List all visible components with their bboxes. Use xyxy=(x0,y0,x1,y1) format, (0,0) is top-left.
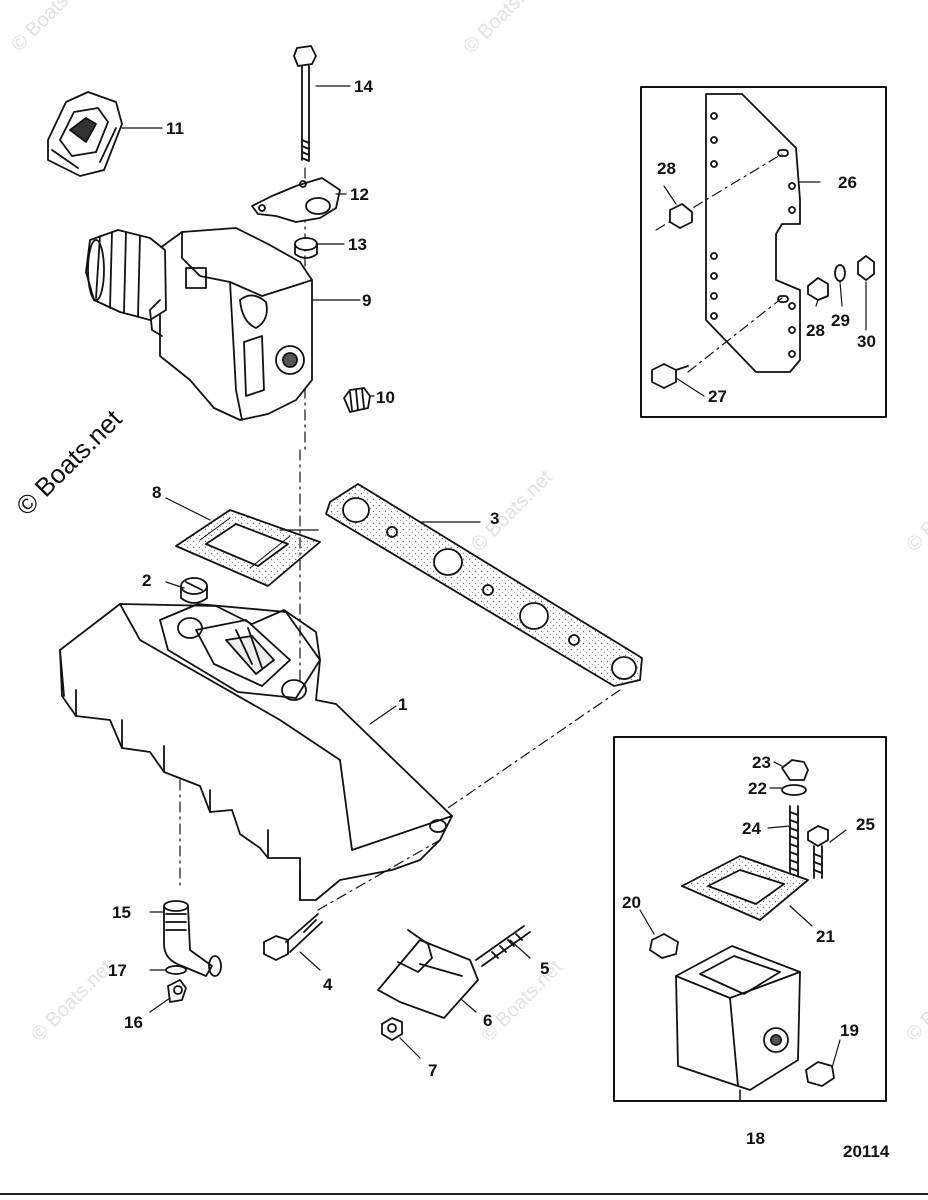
callout-7: 7 xyxy=(428,1061,438,1080)
callout-8: 8 xyxy=(152,483,162,502)
callout-leaders xyxy=(121,85,867,1069)
part-5-stud xyxy=(475,925,531,967)
part-27-bolt xyxy=(651,363,689,389)
callout-24: 24 xyxy=(742,819,761,838)
part-22-washer xyxy=(781,784,807,796)
part-7-nut xyxy=(381,1017,403,1041)
callout-20: 20 xyxy=(622,893,641,912)
part-10-plug xyxy=(343,387,371,413)
part-17-o-ring xyxy=(165,965,187,975)
callout-17: 17 xyxy=(108,961,127,980)
part-20-plug xyxy=(649,933,679,959)
inset-box-top xyxy=(640,86,887,418)
callout-26: 26 xyxy=(838,173,857,192)
callout-25: 25 xyxy=(856,815,875,834)
part-16-fitting xyxy=(167,979,187,1003)
leader-line xyxy=(317,839,441,911)
part-24-stud xyxy=(789,805,799,881)
part-19-plug xyxy=(805,1061,835,1087)
callout-1: 1 xyxy=(398,695,408,714)
footer-rule xyxy=(0,1193,928,1195)
callout-10: 10 xyxy=(376,388,395,407)
part-18-riser xyxy=(675,945,801,1091)
drawing-number: 20114 xyxy=(843,1142,890,1161)
part-23-nut xyxy=(781,759,809,781)
part-1-exhaust-manifold xyxy=(59,603,453,901)
callout-11: 11 xyxy=(166,119,184,138)
inset-box-bottom xyxy=(613,736,887,1102)
callout-5: 5 xyxy=(540,959,550,978)
part-30-nut xyxy=(857,255,875,281)
callout-23: 23 xyxy=(752,753,771,772)
callout-13: 13 xyxy=(348,235,367,254)
callout-30: 30 xyxy=(857,332,876,351)
callout-19: 19 xyxy=(840,1021,859,1040)
callout-9: 9 xyxy=(362,291,372,310)
callout-18: 18 xyxy=(746,1129,765,1148)
part-6-bracket xyxy=(377,929,479,1019)
part-15-elbow-fitting xyxy=(163,900,222,977)
part-8-gasket xyxy=(175,509,321,587)
part-29-washer xyxy=(834,264,846,282)
part-12-bracket xyxy=(251,177,341,223)
leader-line xyxy=(687,297,783,373)
part-28-spacer xyxy=(807,277,829,301)
callout-21: 21 xyxy=(816,927,835,946)
callout-29: 29 xyxy=(831,311,850,330)
callout-28-left: 28 xyxy=(657,159,676,178)
part-13-spacer xyxy=(294,237,318,259)
part-9-exhaust-elbow xyxy=(85,227,313,421)
part-26-plate xyxy=(705,93,801,373)
callout-2: 2 xyxy=(142,571,152,590)
callout-15: 15 xyxy=(112,903,131,922)
part-4-bolt xyxy=(263,913,323,961)
part-21-gasket xyxy=(681,855,809,921)
part-25-bolt xyxy=(807,825,829,879)
callout-28-right: 28 xyxy=(806,321,825,340)
callout-4: 4 xyxy=(323,975,333,994)
part-2-plug xyxy=(180,577,208,604)
callout-27: 27 xyxy=(708,387,727,406)
callout-16: 16 xyxy=(124,1013,143,1032)
part-3-manifold-gasket xyxy=(325,483,643,687)
callout-22: 22 xyxy=(748,779,767,798)
callout-14: 14 xyxy=(354,77,373,96)
leader-line xyxy=(447,689,621,809)
part-11-clamp xyxy=(47,91,123,177)
part-28-spacer xyxy=(669,203,693,229)
callout-3: 3 xyxy=(490,509,500,528)
callout-6: 6 xyxy=(483,1011,493,1030)
callout-12: 12 xyxy=(350,185,369,204)
